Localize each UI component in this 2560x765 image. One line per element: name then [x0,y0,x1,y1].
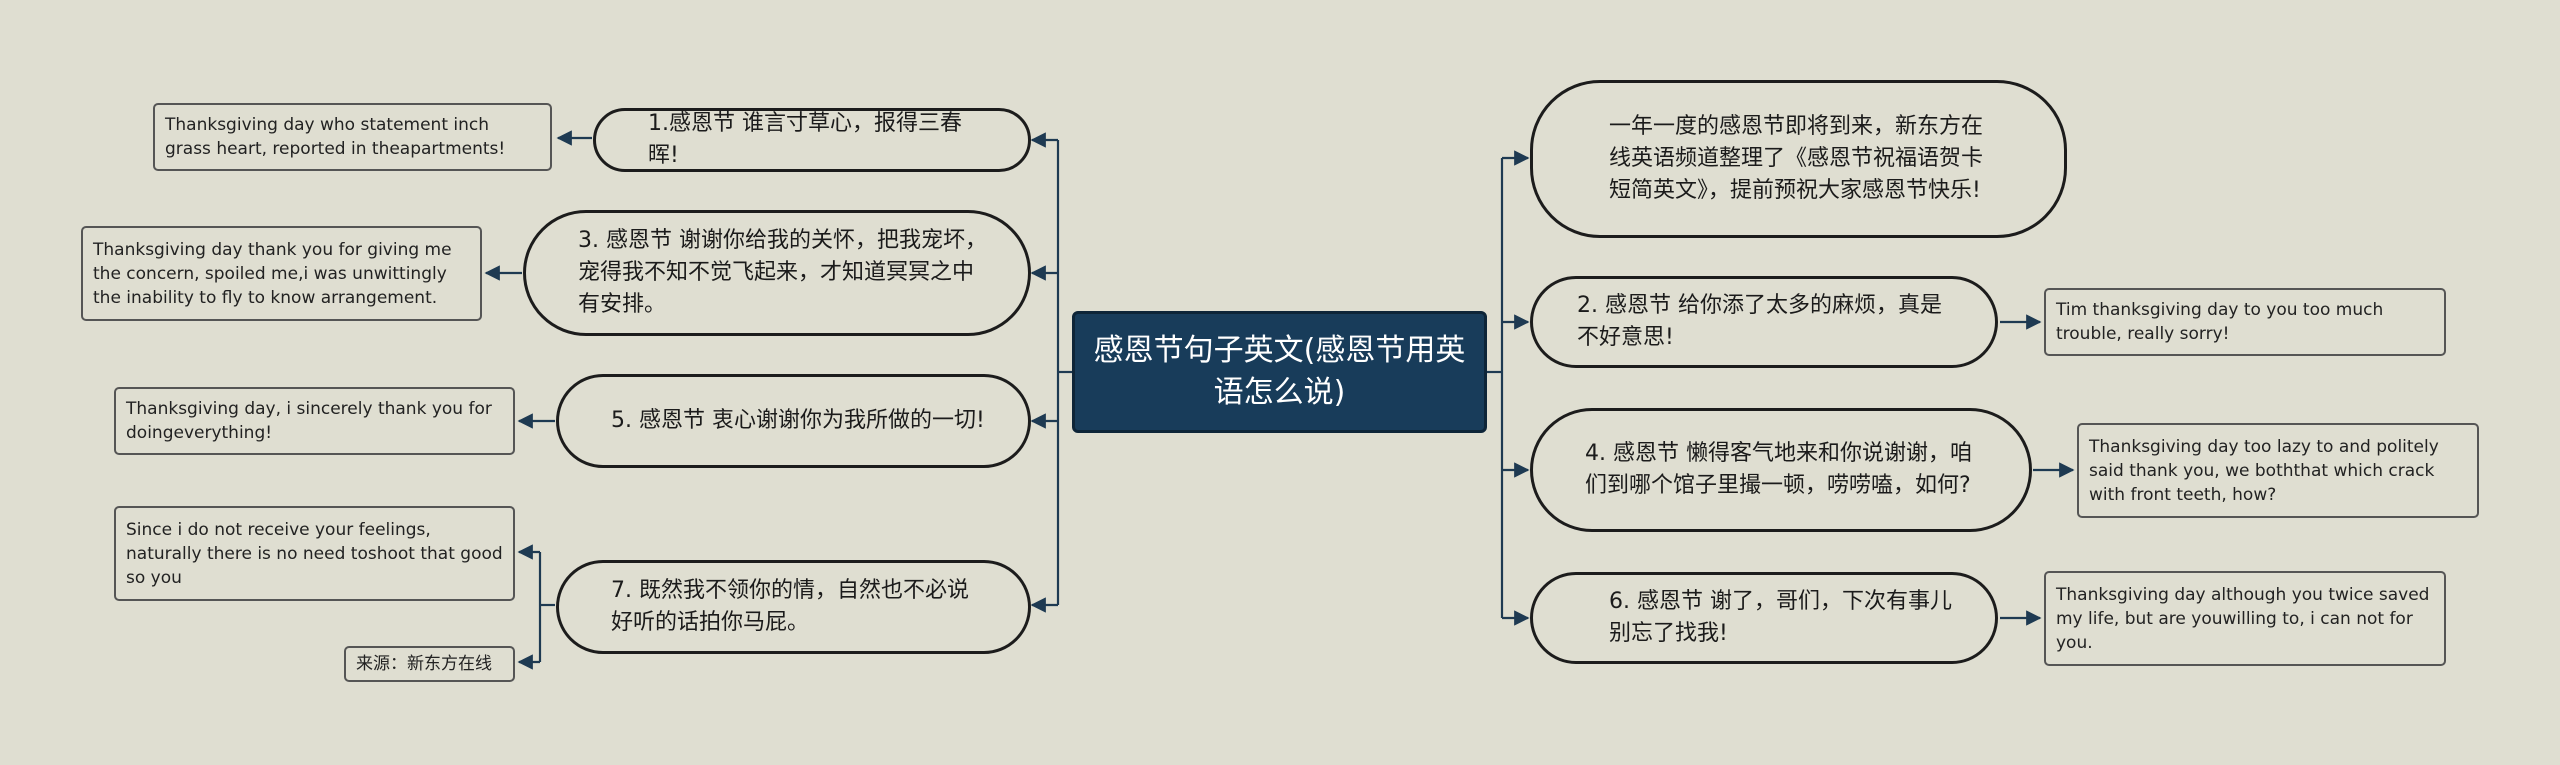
right-branch-intro[interactable]: 一年一度的感恩节即将到来，新东方在线英语频道整理了《感恩节祝福语贺卡短简英文》，… [1530,80,2067,238]
left-note-1[interactable]: Thanksgiving day who statement inch gras… [153,103,552,171]
right-branch-4-text: 4. 感恩节 懒得客气地来和你说谢谢，咱们到哪个馆子里撮一顿，唠唠嗑，如何? [1585,441,1972,498]
left-branch-7-text: 7. 既然我不领你的情，自然也不必说好听的话拍你马屁。 [611,578,969,635]
right-branch-2-text: 2. 感恩节 给你添了太多的麻烦，真是不好意思! [1577,293,1942,350]
left-note-3-text: Thanksgiving day thank you for giving me… [93,239,452,308]
source-note[interactable]: 来源：新东方在线 [344,646,515,682]
right-note-4-text: Thanksgiving day too lazy to and politel… [2089,436,2439,505]
right-note-2-text: Tim thanksgiving day to you too much tro… [2056,300,2384,344]
left-note-7[interactable]: Since i do not receive your feelings, na… [114,506,515,601]
right-branch-4[interactable]: 4. 感恩节 懒得客气地来和你说谢谢，咱们到哪个馆子里撮一顿，唠唠嗑，如何? [1530,408,2032,532]
right-note-4[interactable]: Thanksgiving day too lazy to and politel… [2077,423,2479,518]
left-branch-1-text: 1.感恩节 谁言寸草心，报得三春晖! [648,111,962,168]
right-note-2[interactable]: Tim thanksgiving day to you too much tro… [2044,288,2446,356]
left-branch-5-text: 5. 感恩节 衷心谢谢你为我所做的一切! [611,408,985,433]
left-note-5-text: Thanksgiving day, i sincerely thank you … [126,399,492,443]
right-branch-6[interactable]: 6. 感恩节 谢了，哥们，下次有事儿别忘了找我! [1530,572,1998,664]
right-branch-2[interactable]: 2. 感恩节 给你添了太多的麻烦，真是不好意思! [1530,276,1998,368]
right-note-6-text: Thanksgiving day although you twice save… [2056,584,2430,653]
left-branch-3-text: 3. 感恩节 谢谢你给我的关怀，把我宠坏，宠得我不知不觉飞起来，才知道冥冥之中有… [578,228,987,317]
left-note-7-text: Since i do not receive your feelings, na… [126,519,503,588]
left-branch-5[interactable]: 5. 感恩节 衷心谢谢你为我所做的一切! [556,374,1031,468]
central-topic-text: 感恩节句子英文(感恩节用英语怎么说) [1093,333,1466,410]
left-branch-7[interactable]: 7. 既然我不领你的情，自然也不必说好听的话拍你马屁。 [556,560,1031,654]
right-note-6[interactable]: Thanksgiving day although you twice save… [2044,571,2446,666]
right-branch-6-text: 6. 感恩节 谢了，哥们，下次有事儿别忘了找我! [1609,589,1952,646]
left-note-1-text: Thanksgiving day who statement inch gras… [165,115,506,159]
right-branch-intro-text: 一年一度的感恩节即将到来，新东方在线英语频道整理了《感恩节祝福语贺卡短简英文》，… [1609,114,1984,203]
left-note-3[interactable]: Thanksgiving day thank you for giving me… [81,226,482,321]
left-note-5[interactable]: Thanksgiving day, i sincerely thank you … [114,387,515,455]
central-topic[interactable]: 感恩节句子英文(感恩节用英语怎么说) [1072,311,1487,433]
left-branch-1[interactable]: 1.感恩节 谁言寸草心，报得三春晖! [593,108,1031,172]
left-branch-3[interactable]: 3. 感恩节 谢谢你给我的关怀，把我宠坏，宠得我不知不觉飞起来，才知道冥冥之中有… [523,210,1031,336]
source-note-text: 来源：新东方在线 [356,654,492,674]
